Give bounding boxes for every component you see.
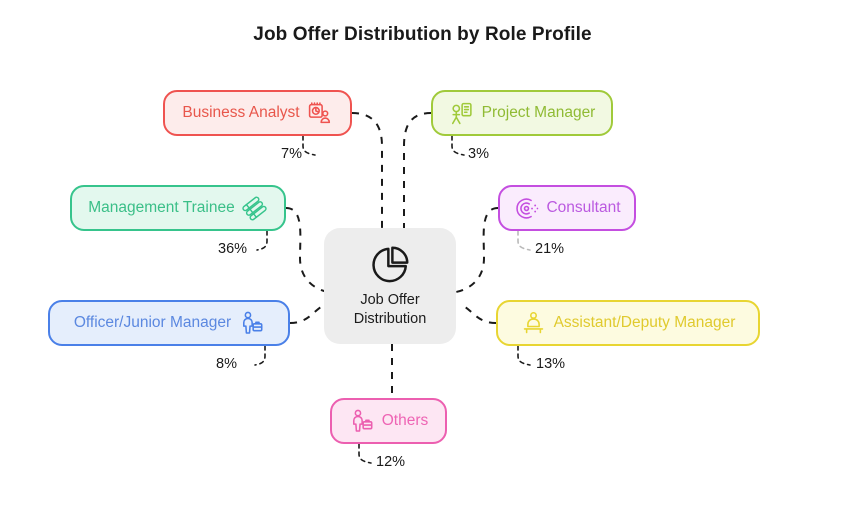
leader-project-manager <box>451 135 465 156</box>
leader-officer-junior-manager <box>254 345 266 366</box>
node-label: Others <box>381 412 429 430</box>
stacked-cards-icon <box>242 195 268 221</box>
edge-consultant <box>455 207 499 293</box>
leader-others <box>358 443 372 464</box>
person-briefcase-icon <box>238 310 264 336</box>
pct-business-analyst: 7% <box>281 146 302 162</box>
edge-management-trainee <box>285 207 329 293</box>
edge-project-manager <box>403 112 432 238</box>
page-title: Job Offer Distribution by Role Profile <box>253 24 592 45</box>
pct-others: 12% <box>376 454 406 470</box>
leader-management-trainee <box>256 230 268 251</box>
center-label-line2: Distribution <box>353 311 427 327</box>
pct-management-trainee: 36% <box>218 241 248 257</box>
node-label: Business Analyst <box>182 104 300 122</box>
leader-consultant <box>517 230 531 251</box>
edge-assistant-deputy-manager <box>461 304 497 324</box>
center-node-label: Job Offer Distribution <box>354 291 427 328</box>
node-label: Officer/Junior Manager <box>73 314 232 332</box>
person-clipboard-icon <box>449 100 475 126</box>
pct-officer-junior-manager: 8% <box>216 356 237 372</box>
node-label: Project Manager <box>481 104 596 122</box>
analyst-chart-person-icon <box>307 100 333 126</box>
node-label: Consultant <box>546 199 621 217</box>
pct-consultant: 21% <box>535 241 565 257</box>
node-project-manager[interactable]: Project Manager <box>431 90 613 136</box>
node-management-trainee[interactable]: Management Trainee <box>70 185 286 231</box>
pie-chart-icon <box>368 243 412 287</box>
leader-business-analyst <box>302 135 316 156</box>
edge-business-analyst <box>351 112 383 238</box>
leader-assistant-deputy-manager <box>517 345 531 366</box>
pct-project-manager: 3% <box>468 146 489 162</box>
node-business-analyst[interactable]: Business Analyst <box>163 90 352 136</box>
pct-assistant-deputy-manager: 13% <box>536 356 566 372</box>
node-label: Assistant/Deputy Manager <box>553 314 736 332</box>
person-desk-icon <box>521 310 547 336</box>
center-label-line1: Job Offer <box>360 292 420 309</box>
node-assistant-deputy-manager[interactable]: Assistant/Deputy Manager <box>496 300 760 346</box>
node-others[interactable]: Others <box>330 398 447 444</box>
center-node[interactable]: Job Offer Distribution <box>324 228 456 344</box>
edge-officer-junior-manager <box>289 304 325 324</box>
consulting-target-icon <box>513 195 539 221</box>
person-bag-icon <box>349 408 375 434</box>
node-label: Management Trainee <box>88 199 235 217</box>
node-officer-junior-manager[interactable]: Officer/Junior Manager <box>48 300 290 346</box>
node-consultant[interactable]: Consultant <box>498 185 636 231</box>
